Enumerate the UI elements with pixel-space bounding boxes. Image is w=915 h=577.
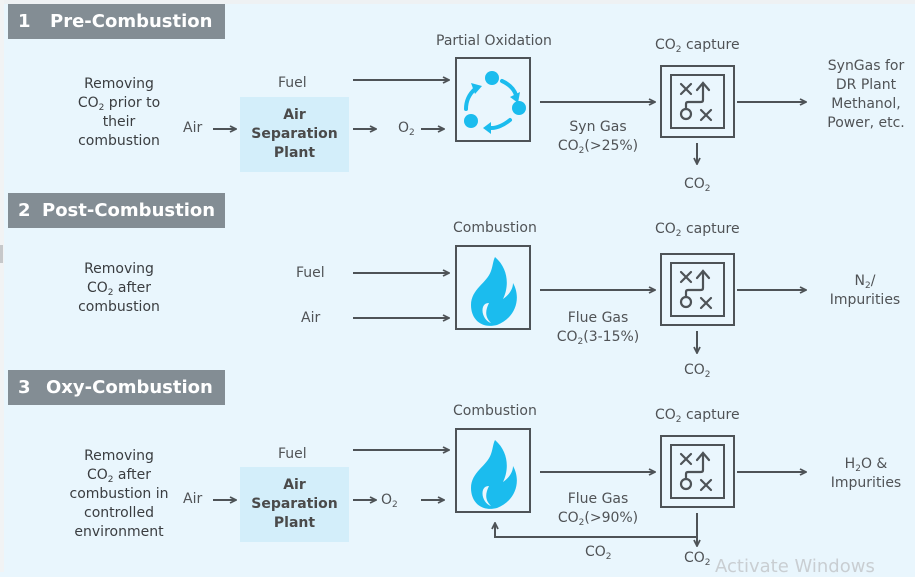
output-label-post-combustion: N2/ Impurities bbox=[829, 273, 901, 308]
section-header-post-combustion: 2 Post-Combustion bbox=[8, 193, 225, 228]
capture-inner-frame bbox=[670, 262, 725, 317]
scroll-marker bbox=[0, 245, 3, 263]
cycle-icon bbox=[464, 71, 526, 134]
left-edge bbox=[0, 0, 4, 572]
fuel-label: Fuel bbox=[278, 446, 307, 462]
co2-out-label: CO2 bbox=[684, 176, 711, 194]
air-label: Air bbox=[301, 310, 321, 326]
section-header-oxy-combustion: 3 Oxy-Combustion bbox=[8, 370, 225, 405]
output-label-oxy-combustion: H2O & Impurities bbox=[830, 456, 902, 491]
fluegas-label: Flue Gas CO2(>90%) bbox=[557, 491, 639, 528]
desc-line: Removing bbox=[84, 76, 154, 92]
partial-oxidation-box bbox=[455, 57, 531, 142]
desc-line: CO2 prior to bbox=[77, 95, 161, 113]
strategy-icon bbox=[679, 81, 713, 122]
capture-label: CO2 capture bbox=[655, 407, 740, 425]
output-label-pre-combustion: SynGas for DR Plant Methanol, Power, etc… bbox=[827, 58, 905, 131]
desc-line: their bbox=[102, 114, 136, 130]
combustion-box bbox=[455, 245, 531, 330]
fuel-label: Fuel bbox=[296, 265, 325, 281]
process-label: Partial Oxidation bbox=[436, 33, 552, 49]
section-title: Post-Combustion bbox=[42, 200, 216, 221]
section-title: Pre-Combustion bbox=[50, 11, 213, 32]
co2-out-label: CO2 bbox=[684, 550, 711, 568]
flame-icon bbox=[471, 257, 517, 326]
process-label: Combustion bbox=[453, 403, 537, 419]
fuel-label: Fuel bbox=[278, 75, 307, 91]
capture-label: CO2 capture bbox=[655, 37, 740, 55]
flame-icon bbox=[471, 440, 517, 509]
process-label: Combustion bbox=[453, 220, 537, 236]
description-post-combustion: Removing CO2 after combustion bbox=[78, 261, 160, 315]
syngas-label: Syn Gas CO2(>25%) bbox=[557, 119, 639, 156]
strategy-icon bbox=[679, 451, 713, 492]
air-label: Air bbox=[183, 120, 203, 136]
desc-line: combustion bbox=[78, 133, 160, 149]
fluegas-label: Flue Gas CO2(3-15%) bbox=[556, 310, 640, 347]
co2-capture-box bbox=[660, 65, 735, 138]
o2-label: O2 bbox=[381, 492, 398, 510]
top-edge bbox=[0, 0, 915, 4]
co2-out-label: CO2 bbox=[684, 362, 711, 380]
capture-inner-frame bbox=[670, 74, 725, 129]
o2-label: O2 bbox=[398, 120, 415, 138]
arrow-co2-recycle-3 bbox=[495, 523, 697, 538]
section-title: Oxy-Combustion bbox=[46, 377, 213, 398]
recycle-co2-label: CO2 bbox=[585, 544, 612, 562]
co2-capture-box bbox=[660, 253, 735, 326]
description-pre-combustion: Removing CO2 prior to their combustion bbox=[66, 75, 172, 151]
air-label: Air bbox=[183, 491, 203, 507]
section-number: 3 bbox=[18, 377, 31, 398]
section-header-pre-combustion: 1 Pre-Combustion bbox=[8, 4, 225, 39]
section-number: 2 bbox=[18, 200, 31, 221]
strategy-icon bbox=[679, 269, 713, 310]
section-number: 1 bbox=[18, 11, 31, 32]
activate-windows-watermark: Activate Windows bbox=[715, 556, 875, 577]
co2-capture-box bbox=[660, 435, 735, 508]
capture-inner-frame bbox=[670, 444, 725, 499]
description-oxy-combustion: Removing CO2 after combustion in control… bbox=[69, 448, 169, 540]
combustion-box bbox=[455, 428, 531, 513]
capture-label: CO2 capture bbox=[655, 221, 740, 239]
